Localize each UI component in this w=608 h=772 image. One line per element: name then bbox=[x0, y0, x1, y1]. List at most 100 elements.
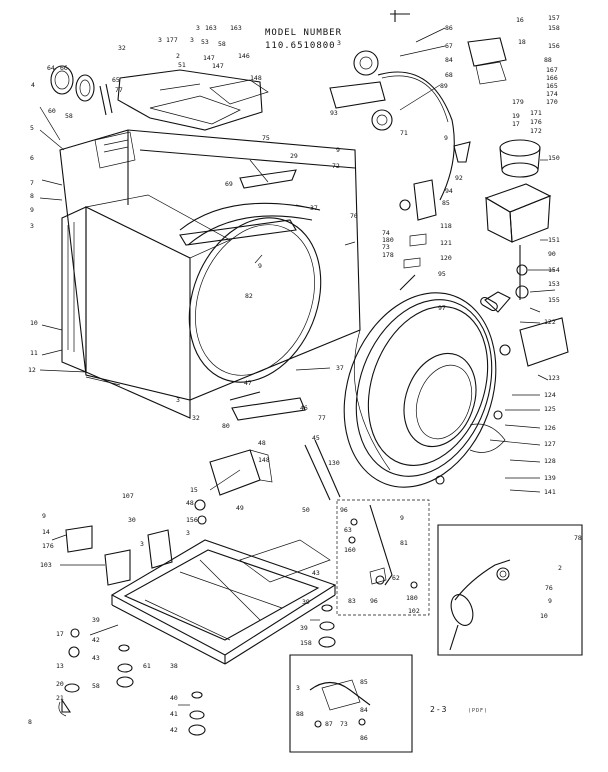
part-label: 171 bbox=[530, 109, 542, 117]
part-label: 92 bbox=[455, 174, 463, 182]
model-number-value: 110.6510800 bbox=[265, 41, 336, 51]
part-label: 122 bbox=[544, 318, 556, 326]
detail-box-102 bbox=[336, 499, 430, 616]
base-frame bbox=[110, 539, 337, 665]
part-label: 58 bbox=[218, 40, 226, 48]
part-label: 9 bbox=[30, 206, 34, 214]
part-label: 12 bbox=[28, 366, 36, 374]
part-label: 88 bbox=[296, 710, 304, 718]
part-label: 11 bbox=[30, 349, 38, 357]
part-label: 86 bbox=[360, 734, 368, 742]
part-label: 148 bbox=[250, 74, 262, 82]
part-label: 130 bbox=[328, 459, 340, 467]
part-label: 41 bbox=[170, 710, 178, 718]
part-label: 178 bbox=[382, 251, 394, 259]
part-label: 139 bbox=[544, 474, 556, 482]
part-label: 2 bbox=[558, 564, 562, 572]
part-label: 151 bbox=[548, 236, 560, 244]
part-label: 157 bbox=[548, 14, 560, 22]
part-label: 77 bbox=[115, 86, 123, 94]
part-label: 118 bbox=[440, 222, 452, 230]
part-label: 81 bbox=[400, 539, 408, 547]
part-label: 69 bbox=[225, 180, 233, 188]
part-label: 71 bbox=[400, 129, 408, 137]
part-label: 155 bbox=[548, 296, 560, 304]
part-label: 83 bbox=[348, 597, 356, 605]
part-label: 64 bbox=[47, 64, 55, 72]
part-label: 93 bbox=[330, 109, 338, 117]
filter-rings bbox=[50, 65, 113, 116]
part-label: 29 bbox=[290, 152, 298, 160]
part-label: 179 bbox=[512, 98, 524, 106]
part-label: 58 bbox=[92, 682, 100, 690]
part-label: 3 bbox=[186, 529, 190, 537]
part-label: 167 bbox=[546, 66, 558, 74]
part-label: 32 bbox=[118, 44, 126, 52]
small-hardware-right bbox=[399, 141, 511, 485]
part-label: 70 bbox=[350, 212, 358, 220]
part-label: 176 bbox=[42, 542, 54, 550]
part-label: 3 bbox=[296, 684, 300, 692]
part-label: 127 bbox=[544, 440, 556, 448]
part-label: 126 bbox=[544, 424, 556, 432]
part-label: 7 bbox=[30, 179, 34, 187]
part-label: 80 bbox=[222, 422, 230, 430]
part-label: 170 bbox=[546, 98, 558, 106]
part-label: 160 bbox=[344, 546, 356, 554]
part-label: 50 bbox=[302, 506, 310, 514]
part-label: 9 bbox=[258, 262, 262, 270]
part-label: 42 bbox=[170, 726, 178, 734]
part-label: 103 bbox=[40, 561, 52, 569]
part-label: 62 bbox=[392, 574, 400, 582]
top-console-bracket bbox=[117, 69, 297, 246]
part-label: 141 bbox=[544, 488, 556, 496]
part-label: 158 bbox=[300, 639, 312, 647]
part-label: 3 bbox=[30, 222, 34, 230]
part-label: 90 bbox=[548, 250, 556, 258]
part-label: 37 bbox=[336, 364, 344, 372]
part-label: 163 bbox=[205, 24, 217, 32]
part-label: 16 bbox=[516, 16, 524, 24]
part-label: 9 bbox=[42, 512, 46, 520]
part-label: 150 bbox=[548, 154, 560, 162]
leveling-legs bbox=[58, 604, 336, 736]
part-label: 14 bbox=[42, 528, 50, 536]
part-label: 5 bbox=[30, 124, 34, 132]
part-label: 176 bbox=[530, 118, 542, 126]
inset-detail-right bbox=[437, 524, 583, 656]
part-label: 51 bbox=[178, 61, 186, 69]
part-label: 166 bbox=[546, 74, 558, 82]
part-label: 48 bbox=[186, 499, 194, 507]
part-label: 125 bbox=[544, 405, 556, 413]
part-label: 180 bbox=[382, 236, 394, 244]
part-label: 94 bbox=[445, 187, 453, 195]
part-label: 74 bbox=[382, 229, 390, 237]
part-label: 146 bbox=[238, 52, 250, 60]
part-label: 3 bbox=[190, 36, 194, 44]
part-label: 65 bbox=[112, 76, 120, 84]
part-label: 60 bbox=[48, 107, 56, 115]
part-label: 121 bbox=[440, 239, 452, 247]
part-label: 4 bbox=[31, 81, 35, 89]
part-label: 19 bbox=[512, 112, 520, 120]
part-label: 18 bbox=[518, 38, 526, 46]
part-label: 46 bbox=[300, 404, 308, 412]
leader-lines bbox=[39, 27, 556, 706]
part-label: 20 bbox=[56, 680, 64, 688]
document-code: (PDF) bbox=[468, 708, 489, 714]
part-label: 147 bbox=[212, 62, 224, 70]
inset-detail-bottom bbox=[289, 654, 413, 753]
part-label: 78 bbox=[574, 534, 582, 542]
part-label: 43 bbox=[92, 654, 100, 662]
part-label: 17 bbox=[56, 630, 64, 638]
part-label: 6 bbox=[30, 154, 34, 162]
part-label: 53 bbox=[201, 38, 209, 46]
part-label: 2 bbox=[176, 52, 180, 60]
part-label: 39 bbox=[302, 598, 310, 606]
part-label: 21 bbox=[56, 694, 64, 702]
part-label: 72 bbox=[332, 162, 340, 170]
part-label: 96 bbox=[340, 506, 348, 514]
part-label: 3 bbox=[140, 540, 144, 548]
part-label: 3 bbox=[176, 396, 180, 404]
